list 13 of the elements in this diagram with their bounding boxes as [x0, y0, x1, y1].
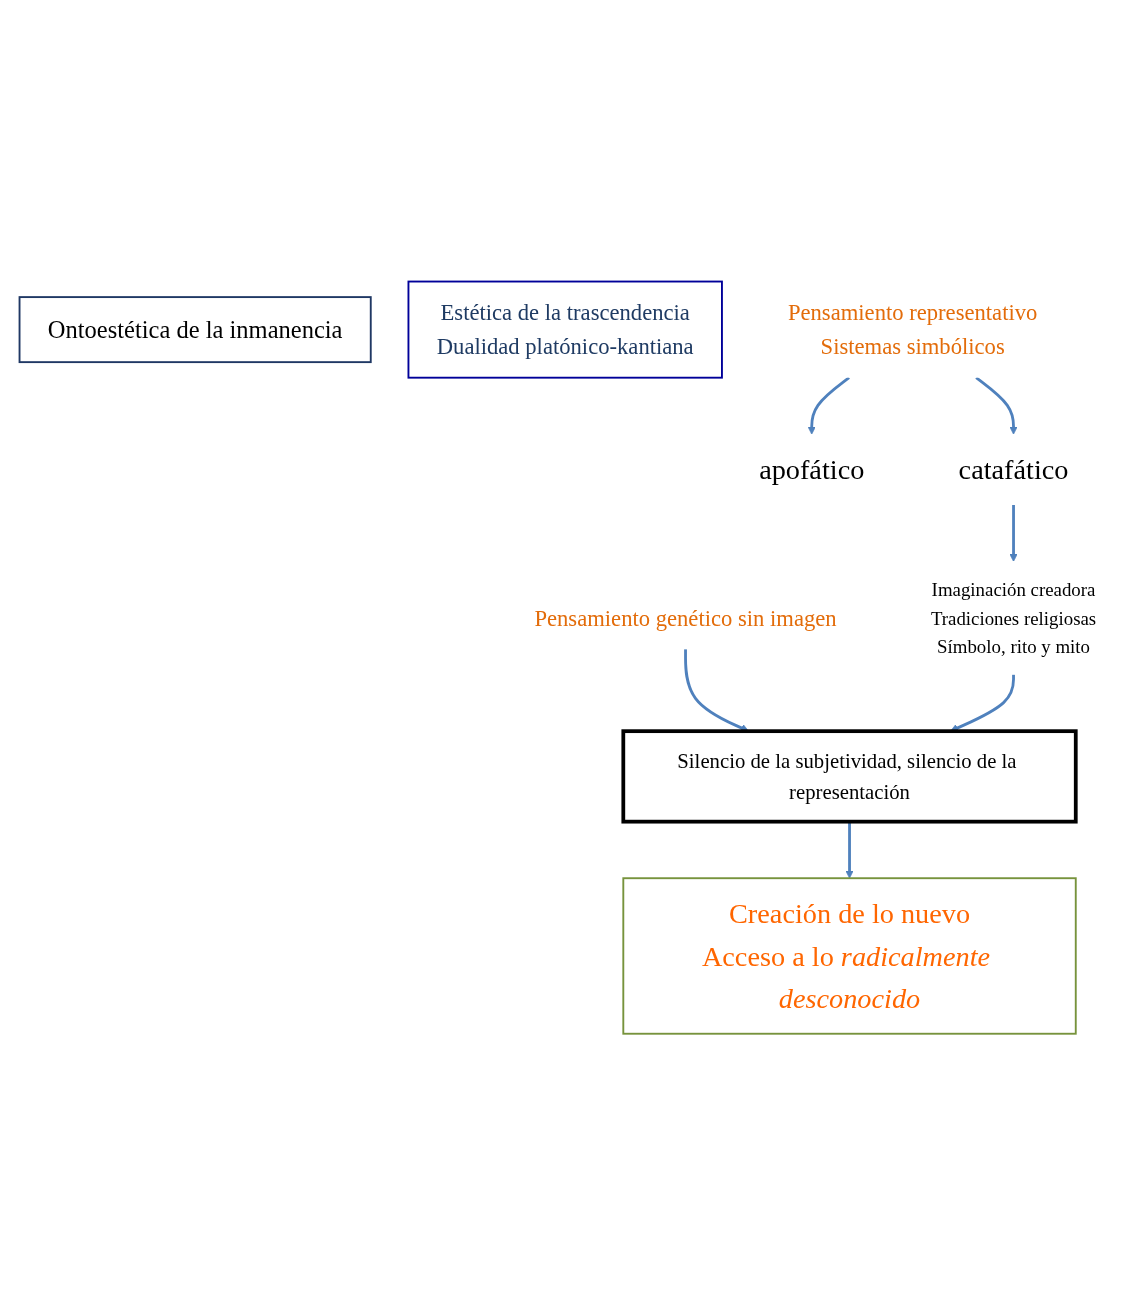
- node-box: Creación de lo nuevo Acceso a lo radicalmente desconocido: [622, 877, 1077, 1036]
- node-box: Ontoestética de la inmanencia: [18, 296, 372, 364]
- node-text: catafático: [958, 454, 1069, 486]
- arrow: [1009, 505, 1018, 563]
- arrow: [845, 822, 854, 879]
- node-box: Estética de la trascendencia Dualidad platónico-kantiana: [407, 280, 723, 379]
- node-text: apofático: [759, 454, 865, 486]
- node-box: Silencio de la subjetividad, silencio de la representación: [621, 729, 1078, 824]
- arrow: [975, 376, 1018, 435]
- node-text: Pensamiento representativo Sistemas simbólicos: [787, 300, 1038, 360]
- node-text: Pensamiento genético sin imagen: [534, 606, 837, 631]
- arrow: [807, 376, 850, 435]
- node-text: Imaginación creadora Tradiciones religiosas Símbolo, rito y mito: [930, 579, 1097, 658]
